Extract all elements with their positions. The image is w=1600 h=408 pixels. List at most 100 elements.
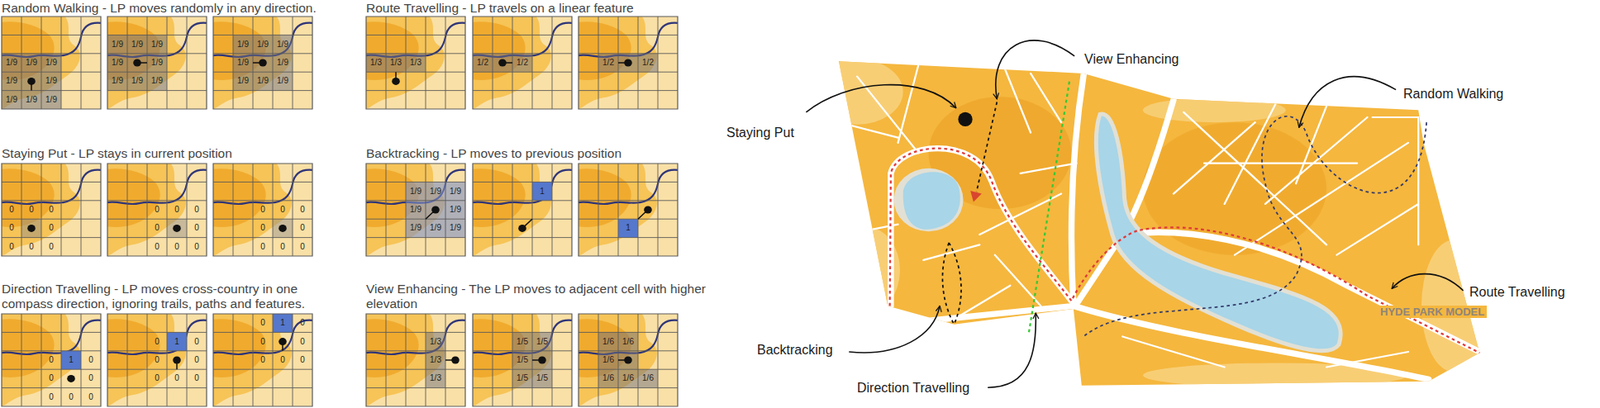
cell-value: 0 [272, 238, 293, 257]
callout-label: Route Travelling [1469, 284, 1566, 300]
grid-panel [366, 314, 466, 407]
grid-panel [623, 357, 633, 365]
grid-panel [213, 16, 313, 110]
cell-value: 0 [186, 351, 207, 370]
park-map [838, 61, 1480, 386]
grid-panel [618, 219, 639, 238]
grid-panel [213, 16, 313, 110]
cell-value: 1/2 [472, 53, 493, 72]
cell-value: 1/9 [127, 71, 148, 91]
grid-panel [1, 314, 101, 407]
grid-panel [578, 16, 678, 110]
panel-title: Route Travelling - LP travels on a linea… [366, 0, 634, 16]
cell-value: 1 [166, 332, 187, 351]
callout-label: Random Walking [1403, 85, 1504, 102]
grid-panel [107, 16, 207, 110]
cell-value: 0 [186, 369, 207, 388]
cell-value: 1/5 [512, 351, 533, 370]
cell-value: 1/3 [405, 53, 426, 72]
grid-panel [272, 314, 293, 333]
grid-panel [107, 16, 207, 110]
cell-value: 1/5 [532, 332, 553, 351]
grid-panel [213, 314, 313, 407]
grid-panel [451, 357, 460, 365]
cell-value: 0 [186, 332, 207, 351]
grid-panel [213, 314, 313, 407]
grid-panel [366, 53, 426, 72]
park-map [805, 40, 1487, 388]
movement-trace [970, 190, 982, 203]
cell-value: 1/9 [127, 34, 148, 53]
grid-panel [1, 314, 101, 407]
grid-panel [272, 219, 293, 238]
cell-value: 1/9 [272, 71, 293, 91]
lake [894, 168, 964, 233]
watermark: HYDE PARK MODEL [1377, 305, 1487, 319]
panel-title: Direction Travelling - LP moves cross-co… [1, 281, 349, 312]
leader-arrow [1299, 76, 1396, 129]
panel-title: View Enhancing - The LP moves to adjacen… [366, 281, 707, 312]
cell-value: 1/9 [21, 53, 42, 72]
park-path [838, 65, 1480, 380]
movement-trace [1083, 116, 1427, 338]
cell-value: 1/9 [272, 34, 293, 53]
grid-panel [278, 224, 287, 233]
grid-panel [366, 314, 466, 407]
grid-panel [258, 59, 267, 67]
grid-panel [472, 163, 572, 257]
cell-value: 0 [292, 219, 313, 238]
leader-arrow [805, 40, 1463, 388]
grid-panel [1, 16, 101, 110]
cell-value: 0 [147, 369, 167, 388]
grid-panel [27, 224, 36, 233]
grid-panel [366, 163, 466, 257]
cell-value: 1/2 [638, 53, 658, 72]
cell-value: 0 [186, 238, 207, 257]
grid-panel [472, 16, 572, 110]
cell-value: 1/9 [405, 181, 426, 200]
lake [894, 114, 1342, 352]
elevation-shading [811, 59, 1487, 389]
grid-panel [366, 163, 466, 257]
grid-panel [107, 163, 207, 257]
cell-value: 0 [41, 200, 62, 220]
grid-panel [107, 163, 207, 257]
cell-value: 0 [292, 332, 313, 351]
elevation-shading [1142, 98, 1286, 124]
cell-value: 0 [186, 219, 207, 238]
grid-panel [278, 338, 287, 346]
cell-value: 0 [80, 388, 101, 407]
grid-panel [472, 163, 572, 257]
grid-panel [643, 206, 653, 215]
grid-panel [107, 34, 167, 91]
cell-value: 1/2 [598, 53, 619, 72]
leader-arrow [995, 40, 1075, 100]
movement-trace [942, 242, 962, 325]
leader-arrow [805, 85, 957, 113]
grid-panel [578, 163, 678, 257]
cell-value: 0 [61, 388, 81, 407]
grid-panel [391, 77, 400, 86]
cell-value: 0 [252, 238, 273, 257]
callout-label: View Enhancing [1084, 51, 1179, 67]
panel-title: Random Walking - LP moves randomly in an… [1, 0, 317, 16]
grid-panel [1, 16, 101, 110]
grid-panel [578, 163, 678, 257]
cell-value: 0 [21, 238, 42, 257]
grid-panel [366, 16, 466, 110]
grid-panel [233, 34, 293, 91]
cell-value: 1/9 [107, 71, 128, 91]
movement-trace [890, 148, 1481, 354]
grid-panel [213, 163, 313, 257]
grid-panel [1, 163, 101, 257]
cell-value: 0 [147, 351, 167, 370]
panel-title: Backtracking - LP moves to previous posi… [366, 146, 622, 162]
grid-panel [578, 314, 678, 407]
cell-value: 1/6 [598, 332, 619, 351]
cell-value: 1/9 [252, 71, 273, 91]
cell-value: 1/3 [366, 53, 386, 72]
movement-trace [957, 112, 972, 127]
cell-value: 1/9 [147, 34, 167, 53]
cell-value: 0 [252, 351, 273, 370]
